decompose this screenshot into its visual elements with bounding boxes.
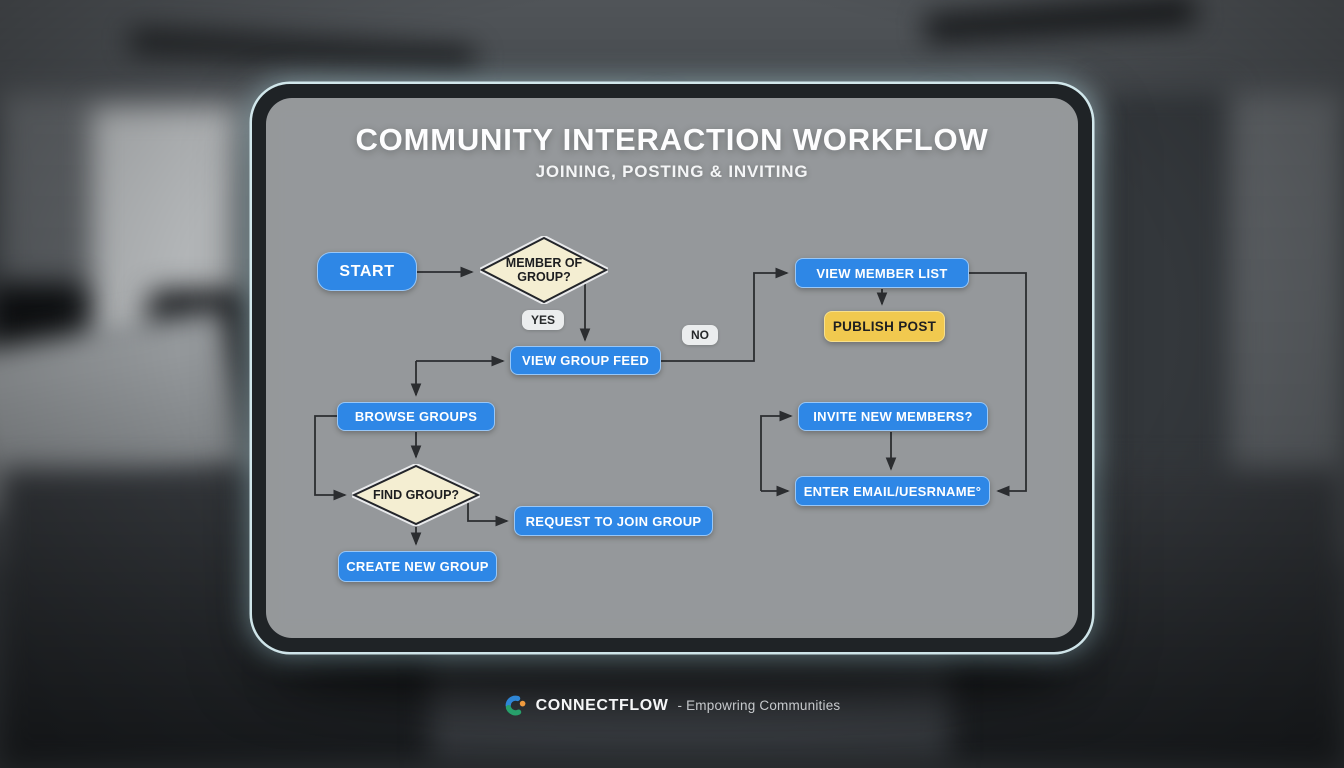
node-publish-post: PUBLISH POST [824,311,945,342]
node-browse-groups: BROWSE GROUPS [337,402,495,431]
node-create-new-group: CREATE NEW GROUP [338,551,497,582]
node-view-group-feed: VIEW GROUP FEED [510,346,661,375]
node-member-of-group-decision: MEMBER OF GROUP? [475,234,613,306]
doorway [1098,86,1230,522]
node-find-group-decision: FIND GROUP? [346,462,486,528]
diamond-shape [475,234,613,306]
page-title: COMMUNITY INTERACTION WORKFLOW [355,122,989,157]
brand-tagline: - Empowring Communities [677,698,841,713]
flowchart-canvas: COMMUNITY INTERACTION WORKFLOW JOINING, … [266,98,1078,638]
node-request-to-join-group: REQUEST TO JOIN GROUP [514,506,713,536]
node-view-member-list: VIEW MEMBER LIST [795,258,969,288]
tablet-frame: COMMUNITY INTERACTION WORKFLOW JOINING, … [252,84,1092,652]
node-invite-new-members: INVITE NEW MEMBERS? [798,402,988,431]
decision-label: MEMBER OF GROUP? [505,255,583,284]
edge-label-yes: YES [521,310,565,330]
connectflow-logo-icon [505,695,526,716]
edge-label-no: NO [682,325,718,345]
diamond-shape [346,462,486,528]
footer-brand-bar: CONNECTFLOW - Empowring Communities [0,694,1344,717]
tablet-screen: COMMUNITY INTERACTION WORKFLOW JOINING, … [266,98,1078,638]
page-subtitle: JOINING, POSTING & INVITING [535,162,809,181]
brand-name: CONNECTFLOW [535,696,669,714]
node-start: START [317,252,417,291]
decision-label: FIND GROUP? [372,487,460,502]
node-enter-email-username: ENTER EMAIL/UESRNAME° [795,476,990,506]
